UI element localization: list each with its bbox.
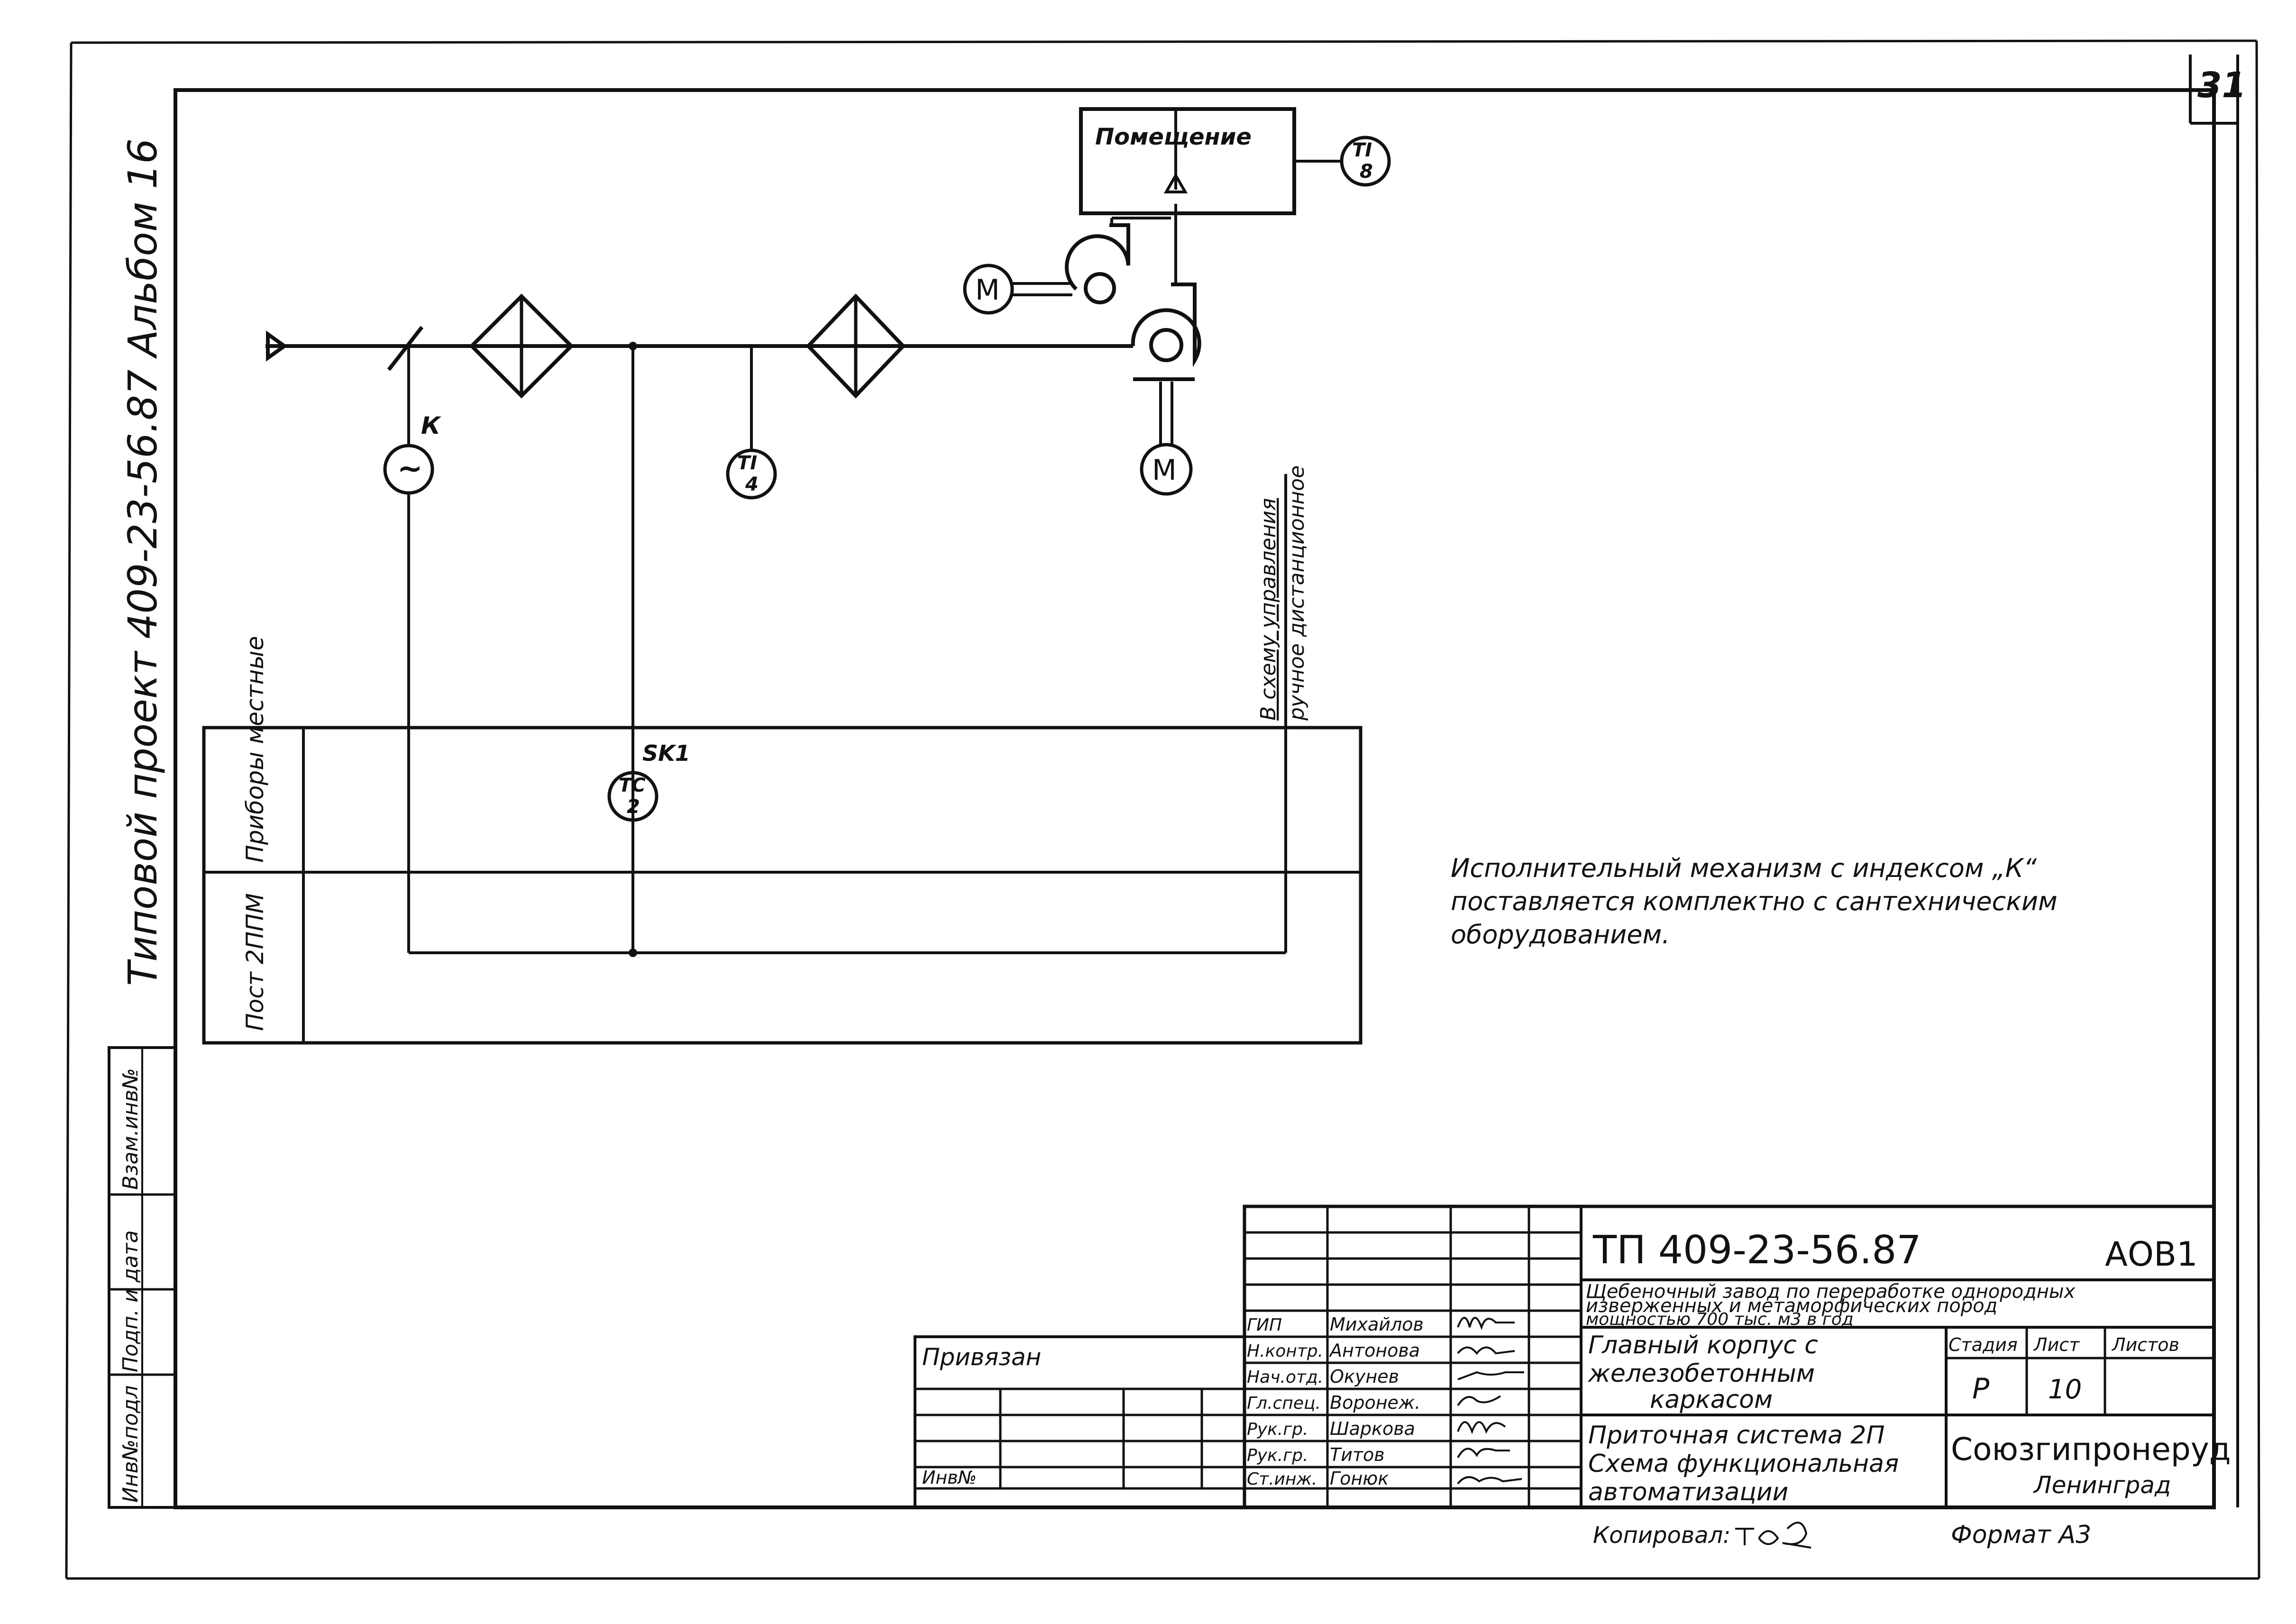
note-line-2: поставляется комплектно с сантехническим	[1451, 886, 2058, 916]
signer-role-6: Рук.гр.	[1247, 1446, 1308, 1465]
control-note-2: ручное дистанционное	[1285, 465, 1309, 721]
damper-icon	[387, 326, 424, 371]
instrument-ti-8-code: TI	[1352, 139, 1372, 161]
signer-role-5: Рук.гр.	[1247, 1420, 1308, 1439]
row-local-instruments: Приборы местные	[241, 636, 269, 863]
signer-name-3: Окунев	[1330, 1366, 1399, 1387]
instrument-ti-4-num: 4	[745, 474, 759, 495]
motor-main-label: M	[1152, 454, 1177, 487]
general-note: Исполнительный механизм с индексом „К“ п…	[1451, 853, 2058, 949]
row-post-2ppm: Пост 2ППМ	[241, 893, 269, 1031]
instrument-ti-4-code: TI	[737, 452, 757, 474]
instrument-ti-8-num: 8	[1360, 161, 1373, 182]
signer-role-2: Н.контр.	[1247, 1341, 1323, 1361]
drawing-line-1: Приточная система 2П	[1588, 1421, 1884, 1450]
signer-role-7: Ст.инж.	[1247, 1469, 1317, 1489]
instrument-tc-2-code: TC	[619, 775, 646, 796]
project-line-1: Щебеночный завод по переработке однородн…	[1586, 1281, 2075, 1303]
org-name: Союзгипронеруд	[1951, 1431, 2231, 1468]
signer-name-6: Титов	[1330, 1444, 1385, 1465]
room-box: Помещение	[1079, 107, 1342, 215]
project-line-2: изверженных и метаморфических пород	[1586, 1295, 1997, 1317]
format-label: Формат А3	[1951, 1521, 2091, 1549]
side-stamp: Инв№подл Подп. и дата Взам.инв№	[108, 1046, 177, 1509]
header-stage: Стадия	[1948, 1334, 2018, 1355]
drawing-line-2: Схема функциональная	[1588, 1450, 1899, 1478]
project-line-3: мощностью 700 тыс. м3 в год	[1586, 1310, 1854, 1329]
duct-line	[265, 326, 1133, 371]
signer-name-1: Михайлов	[1330, 1314, 1424, 1335]
air-inlet-icon	[266, 330, 288, 362]
signer-role-3: Нач.отд.	[1247, 1368, 1323, 1387]
copier-signature	[1735, 1522, 1811, 1549]
instrument-table: Приборы местные Пост 2ППМ	[202, 636, 1363, 1045]
building-line-3: каркасом	[1650, 1386, 1773, 1414]
stamp-inv-podl: Инв№подл	[119, 1385, 143, 1503]
sheet-number: 31	[2197, 65, 2246, 106]
sheet-frame	[65, 39, 2260, 1580]
signature-scribbles	[1457, 1317, 1524, 1485]
motor-reserve-icon: M	[963, 264, 1072, 315]
title-block: Привязан Инв№ ГИП Михайлов Н.контр. Анто…	[914, 1204, 2231, 1509]
instrument-tc-2: TC 2 SK1	[607, 740, 690, 822]
switch-label-sk1: SK1	[642, 740, 690, 766]
signer-name-7: Гонюк	[1330, 1468, 1389, 1489]
signer-role-1: ГИП	[1247, 1315, 1282, 1335]
actuator-symbol: ~	[397, 451, 423, 486]
copied-label: Копировал:	[1593, 1522, 1730, 1549]
drawing-line-3: автоматизации	[1588, 1478, 1788, 1506]
header-sheet: Лист	[2033, 1334, 2080, 1355]
fan-main-icon	[1131, 283, 1201, 381]
sheet-mark: АОВ1	[2105, 1235, 2198, 1274]
sheet-value: 10	[2048, 1374, 2082, 1405]
stamp-vzam-inv: Взам.инв№	[119, 1068, 143, 1190]
supply-arrow-icon	[1163, 172, 1188, 193]
instrument-tc-2-num: 2	[627, 796, 640, 818]
inv-label: Инв№	[922, 1467, 977, 1488]
room-label: Помещение	[1095, 124, 1252, 150]
note-line-1: Исполнительный механизм с индексом „К“	[1451, 853, 2037, 883]
motor-main-icon: M	[1140, 382, 1193, 496]
stage-value: Р	[1972, 1372, 1990, 1405]
fan-reserve-icon	[1065, 223, 1130, 304]
actuator-index: К	[421, 412, 441, 439]
air-heater-icon	[805, 293, 906, 399]
header-sheets: Листов	[2111, 1334, 2179, 1355]
filter-icon	[469, 293, 574, 399]
bound-label: Привязан	[922, 1343, 1041, 1371]
control-note-1: В схему управления	[1256, 498, 1281, 721]
building-line-1: Главный корпус с	[1588, 1331, 1818, 1359]
motor-reserve-label: M	[975, 274, 1000, 307]
instrument-ti-4: TI 4	[726, 346, 777, 500]
signer-name-4: Воронеж.	[1330, 1392, 1420, 1413]
instrument-ti-8: TI 8	[1340, 136, 1391, 187]
stamp-podp-data: Подп. и дата	[119, 1230, 143, 1372]
side-project-label: Типовой проект 409-23-56.87 Альбом 16	[119, 138, 166, 986]
building-line-2: железобетонным	[1588, 1359, 1815, 1388]
signer-name-2: Антонова	[1328, 1340, 1420, 1361]
signer-role-4: Гл.спец.	[1247, 1394, 1321, 1413]
actuator-k: ~ К	[383, 346, 441, 953]
note-line-3: оборудованием.	[1451, 920, 1670, 949]
signer-name-5: Шаркова	[1330, 1418, 1415, 1439]
drawing-code: ТП 409-23-56.87	[1592, 1228, 1921, 1273]
org-city: Ленинград	[2033, 1471, 2171, 1499]
